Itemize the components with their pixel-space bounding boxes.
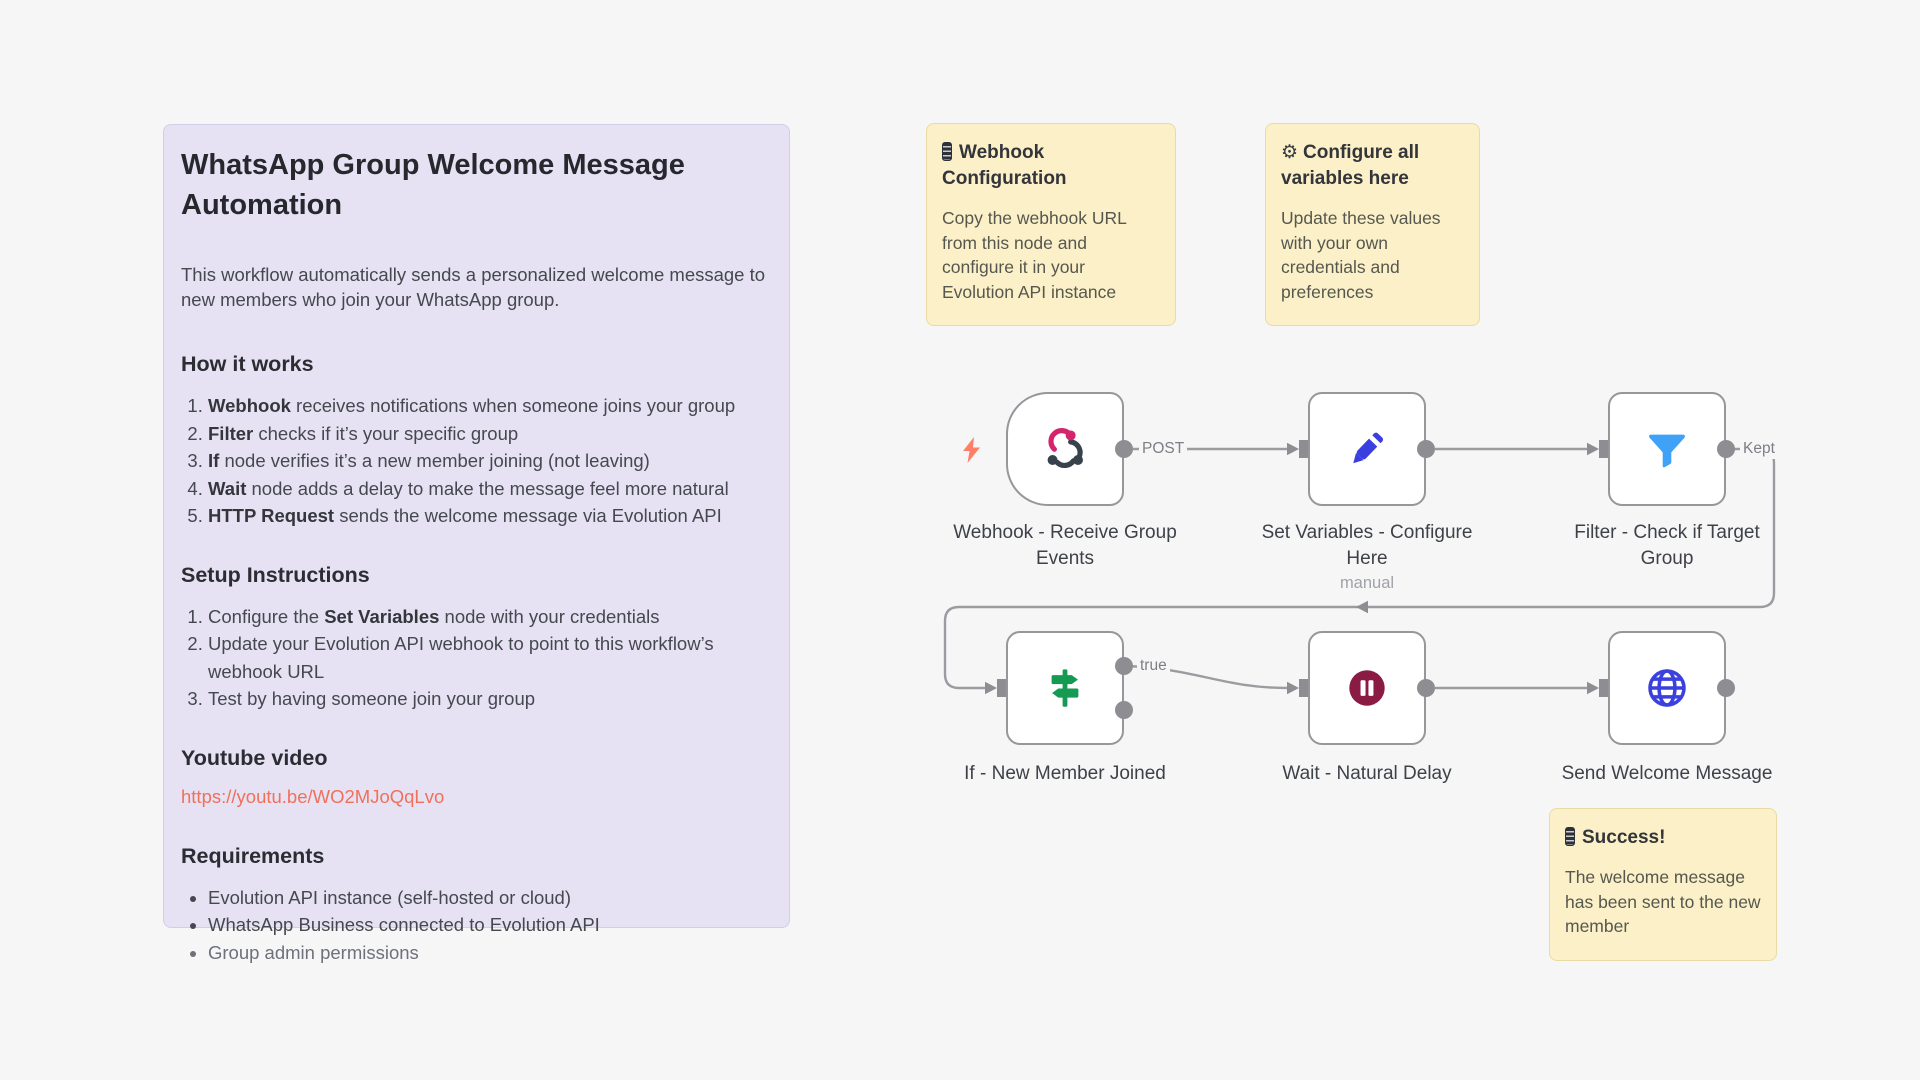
sticky-note-configure-variables[interactable]: ⚙Configure all variables here Update the… [1265,123,1480,326]
arrowhead [1587,681,1599,695]
node-set-variables[interactable] [1308,392,1426,506]
signpost-icon [1051,669,1079,707]
node-label: If - New Member Joined [964,763,1166,784]
sticky-note-webhook-config[interactable]: Webhook Configuration Copy the webhook U… [926,123,1176,326]
list-item: Test by having someone join your group [208,685,769,713]
filter-input-port[interactable] [1599,440,1608,458]
missing-emoji-icon [942,142,952,161]
sticky-body: The welcome message has been sent to the… [1565,867,1761,936]
if-input-port[interactable] [997,679,1006,697]
youtube-heading: Youtube video [181,745,328,770]
doc-intro: This workflow automatically sends a pers… [181,264,766,310]
sticky-heading: Success! [1565,825,1761,851]
node-label: Set Variables - Configure Here [1261,522,1473,569]
node-if-new-member-joined[interactable] [1006,631,1124,745]
pause-circle-icon [1349,670,1385,706]
connection-label-kept: Kept [1740,439,1778,459]
list-item: HTTP Request sends the welcome message v… [208,502,769,530]
connection-label-post: POST [1139,439,1188,459]
node-label: Filter - Check if Target Group [1574,522,1760,569]
list-item: WhatsApp Business connected to Evolution… [208,911,769,939]
how-it-works-heading: How it works [181,352,314,376]
sticky-heading: Webhook Configuration [942,142,1067,189]
funnel-icon [1649,434,1685,468]
how-it-works-list: Webhook receives notifications when some… [181,392,769,530]
youtube-link[interactable]: https://youtu.be/WO2MJoQqLvo [181,785,445,807]
webhook-icon [1047,428,1083,469]
globe-icon [1648,669,1686,707]
node-label: Send Welcome Message [1561,763,1773,784]
missing-emoji-icon [1565,827,1575,846]
sticky-body: Update these values with your own creden… [1281,208,1441,302]
setup-instructions-list: Configure the Set Variables node with yo… [181,603,769,713]
sticky-note-success[interactable]: Success! The welcome message has been se… [1549,808,1777,961]
set-input-port[interactable] [1299,440,1308,458]
doc-title: WhatsApp Group Welcome Message Automatio… [181,149,685,221]
http-input-port[interactable] [1599,679,1608,697]
node-wait-natural-delay[interactable] [1308,631,1426,745]
list-item: Evolution API instance (self-hosted or c… [208,884,769,912]
requirements-list: Evolution API instance (self-hosted or c… [181,884,769,967]
list-item: Group admin permissions [208,939,769,967]
arrowhead [1587,442,1599,456]
arrowhead [1287,681,1299,695]
arrowhead [985,681,997,695]
sticky-body: Copy the webhook URL from this node and … [942,208,1127,302]
setup-instructions-heading: Setup Instructions [181,562,370,587]
list-item: Filter checks if it’s your specific grou… [208,420,769,448]
requirements-heading: Requirements [181,843,325,868]
sticky-note-documentation[interactable]: WhatsApp Group Welcome Message Automatio… [163,124,790,963]
node-webhook-receive-group-events[interactable] [1006,392,1124,506]
node-sublabel-manual: manual [1339,574,1395,592]
list-item: Wait node adds a delay to make the messa… [208,475,769,503]
connection-label-true: true [1137,656,1170,676]
list-item: Update your Evolution API webhook to poi… [208,630,769,685]
pencil-icon [1353,432,1384,464]
arrowhead [1287,442,1299,456]
node-label: Webhook - Receive Group Events [953,522,1177,569]
gear-icon: ⚙ [1281,142,1299,163]
list-item: Webhook receives notifications when some… [208,392,769,420]
node-send-welcome-message[interactable] [1608,631,1726,745]
node-label: Wait - Natural Delay [1282,763,1452,784]
list-item: If node verifies it’s a new member joini… [208,447,769,475]
node-filter-check-target-group[interactable] [1608,392,1726,506]
wait-input-port[interactable] [1299,679,1308,697]
arrowhead-loop-left [1356,600,1368,614]
list-item: Configure the Set Variables node with yo… [208,603,769,631]
sticky-heading: ⚙Configure all variables here [1281,142,1420,189]
instant-trigger-bolt-icon [963,437,980,463]
